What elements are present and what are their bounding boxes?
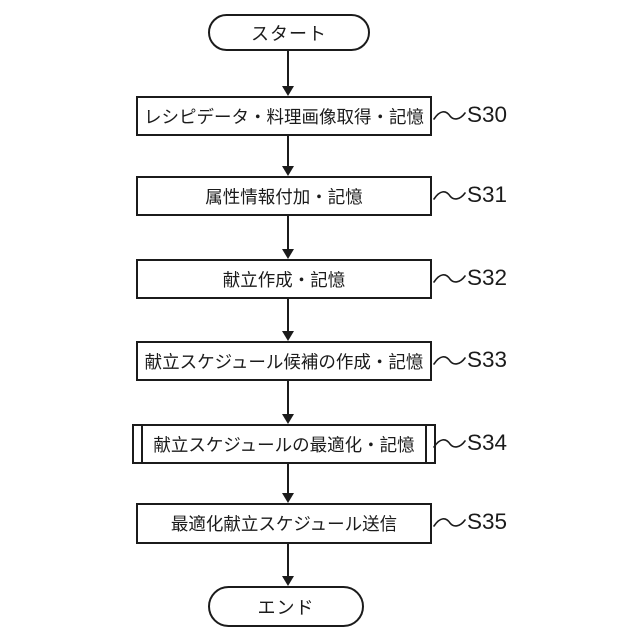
flow-arrow-down-icon	[281, 299, 294, 341]
tilde-connector-icon	[433, 439, 466, 448]
process-box-s33-text: 献立スケジュール候補の作成・記憶	[144, 351, 424, 372]
process-box-s33: 献立スケジュール候補の作成・記憶	[136, 341, 432, 381]
tilde-connector-icon	[433, 111, 466, 120]
start-terminator-label: スタート	[251, 23, 327, 44]
flow-arrow-down-icon	[281, 136, 294, 176]
subroutine-box-s34: 献立スケジュールの最適化・記憶	[132, 424, 436, 464]
process-box-s32: 献立作成・記憶	[136, 259, 432, 299]
end-terminator: エンド	[208, 586, 364, 627]
flow-arrow-down-icon	[281, 50, 294, 96]
tilde-connector-icon	[433, 518, 466, 527]
end-terminator-label: エンド	[257, 597, 315, 618]
process-box-s35-text: 最適化献立スケジュール送信	[170, 514, 398, 534]
process-box-s32-text: 献立作成・記憶	[222, 269, 346, 290]
subroutine-box-s34-text: 献立スケジュールの最適化・記憶	[153, 434, 415, 455]
step-label-s34: S34	[467, 430, 508, 455]
flow-arrow-down-icon	[281, 544, 294, 586]
step-label-s33: S33	[467, 347, 508, 372]
flow-arrow-down-icon	[281, 216, 294, 259]
process-box-s30: レシピデータ・料理画像取得・記憶	[136, 96, 432, 136]
process-box-s31: 属性情報付加・記憶	[136, 176, 432, 216]
tilde-connector-icon	[433, 274, 466, 283]
process-box-s30-text: レシピデータ・料理画像取得・記憶	[144, 106, 424, 127]
process-box-s31-text: 属性情報付加・記憶	[205, 186, 363, 207]
step-label-s32: S32	[467, 265, 508, 290]
tilde-connector-icon	[433, 356, 466, 365]
step-label-s30: S30	[467, 102, 508, 127]
start-terminator: スタート	[208, 14, 370, 51]
step-label-s31: S31	[467, 182, 508, 207]
step-label-s35: S35	[467, 509, 508, 534]
process-box-s35: 最適化献立スケジュール送信	[136, 503, 432, 544]
tilde-connector-icon	[433, 191, 466, 200]
flow-arrow-down-icon	[281, 464, 294, 503]
subroutine-left-bar	[141, 426, 143, 462]
flow-arrow-down-icon	[281, 381, 294, 424]
subroutine-right-bar	[425, 426, 427, 462]
